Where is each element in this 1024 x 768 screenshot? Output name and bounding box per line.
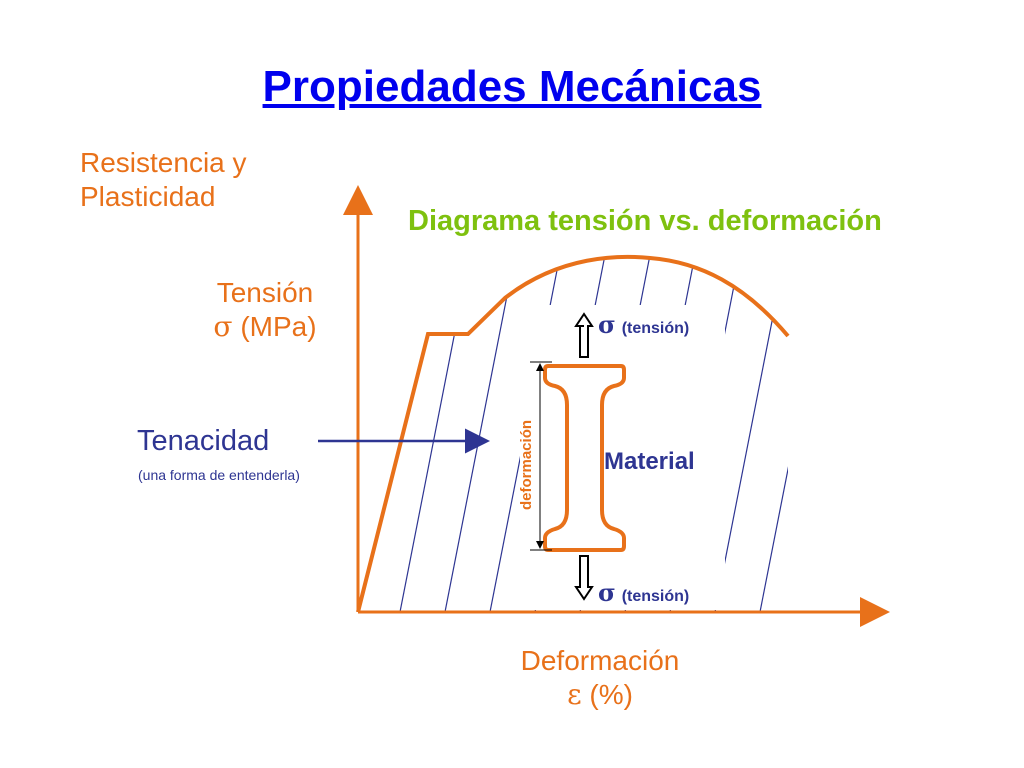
bottom-tension-label: σ(tensión) — [598, 578, 690, 607]
y-axis-label-unit: σ (MPa) — [213, 310, 317, 343]
page-title: Propiedades Mecánicas — [262, 62, 762, 111]
material-label: Material — [604, 448, 695, 475]
tenacidad-label: Tenacidad — [137, 425, 270, 457]
section-label-line2: Plasticidad — [80, 181, 216, 212]
sigma-symbol: σ — [598, 578, 616, 607]
sigma-symbol: σ — [598, 310, 616, 339]
section-label: Resistencia y Plasticidad — [80, 146, 247, 214]
y-axis-label: Tensión σ (MPa) — [200, 276, 330, 344]
deformation-length-label: deformación — [518, 419, 535, 510]
x-axis-label-unit: ε (%) — [567, 678, 633, 711]
epsilon-symbol: ε — [567, 678, 582, 711]
tension-arrow-up — [574, 312, 594, 358]
diagram-subtitle: Diagrama tensión vs. deformación — [408, 205, 882, 237]
sigma-symbol: σ — [213, 310, 233, 343]
top-tension-label: σ(tensión) — [598, 310, 690, 339]
tenacidad-note: (una forma de entenderla) — [138, 467, 300, 483]
material-specimen — [543, 364, 626, 552]
y-axis-label-name: Tensión — [216, 277, 314, 308]
x-axis-label-name: Deformación — [520, 645, 680, 676]
section-label-line1: Resistencia y — [80, 147, 247, 178]
tension-arrow-down — [574, 555, 594, 601]
x-axis-label: Deformación ε (%) — [500, 644, 700, 712]
stress-strain-curve — [356, 254, 790, 613]
